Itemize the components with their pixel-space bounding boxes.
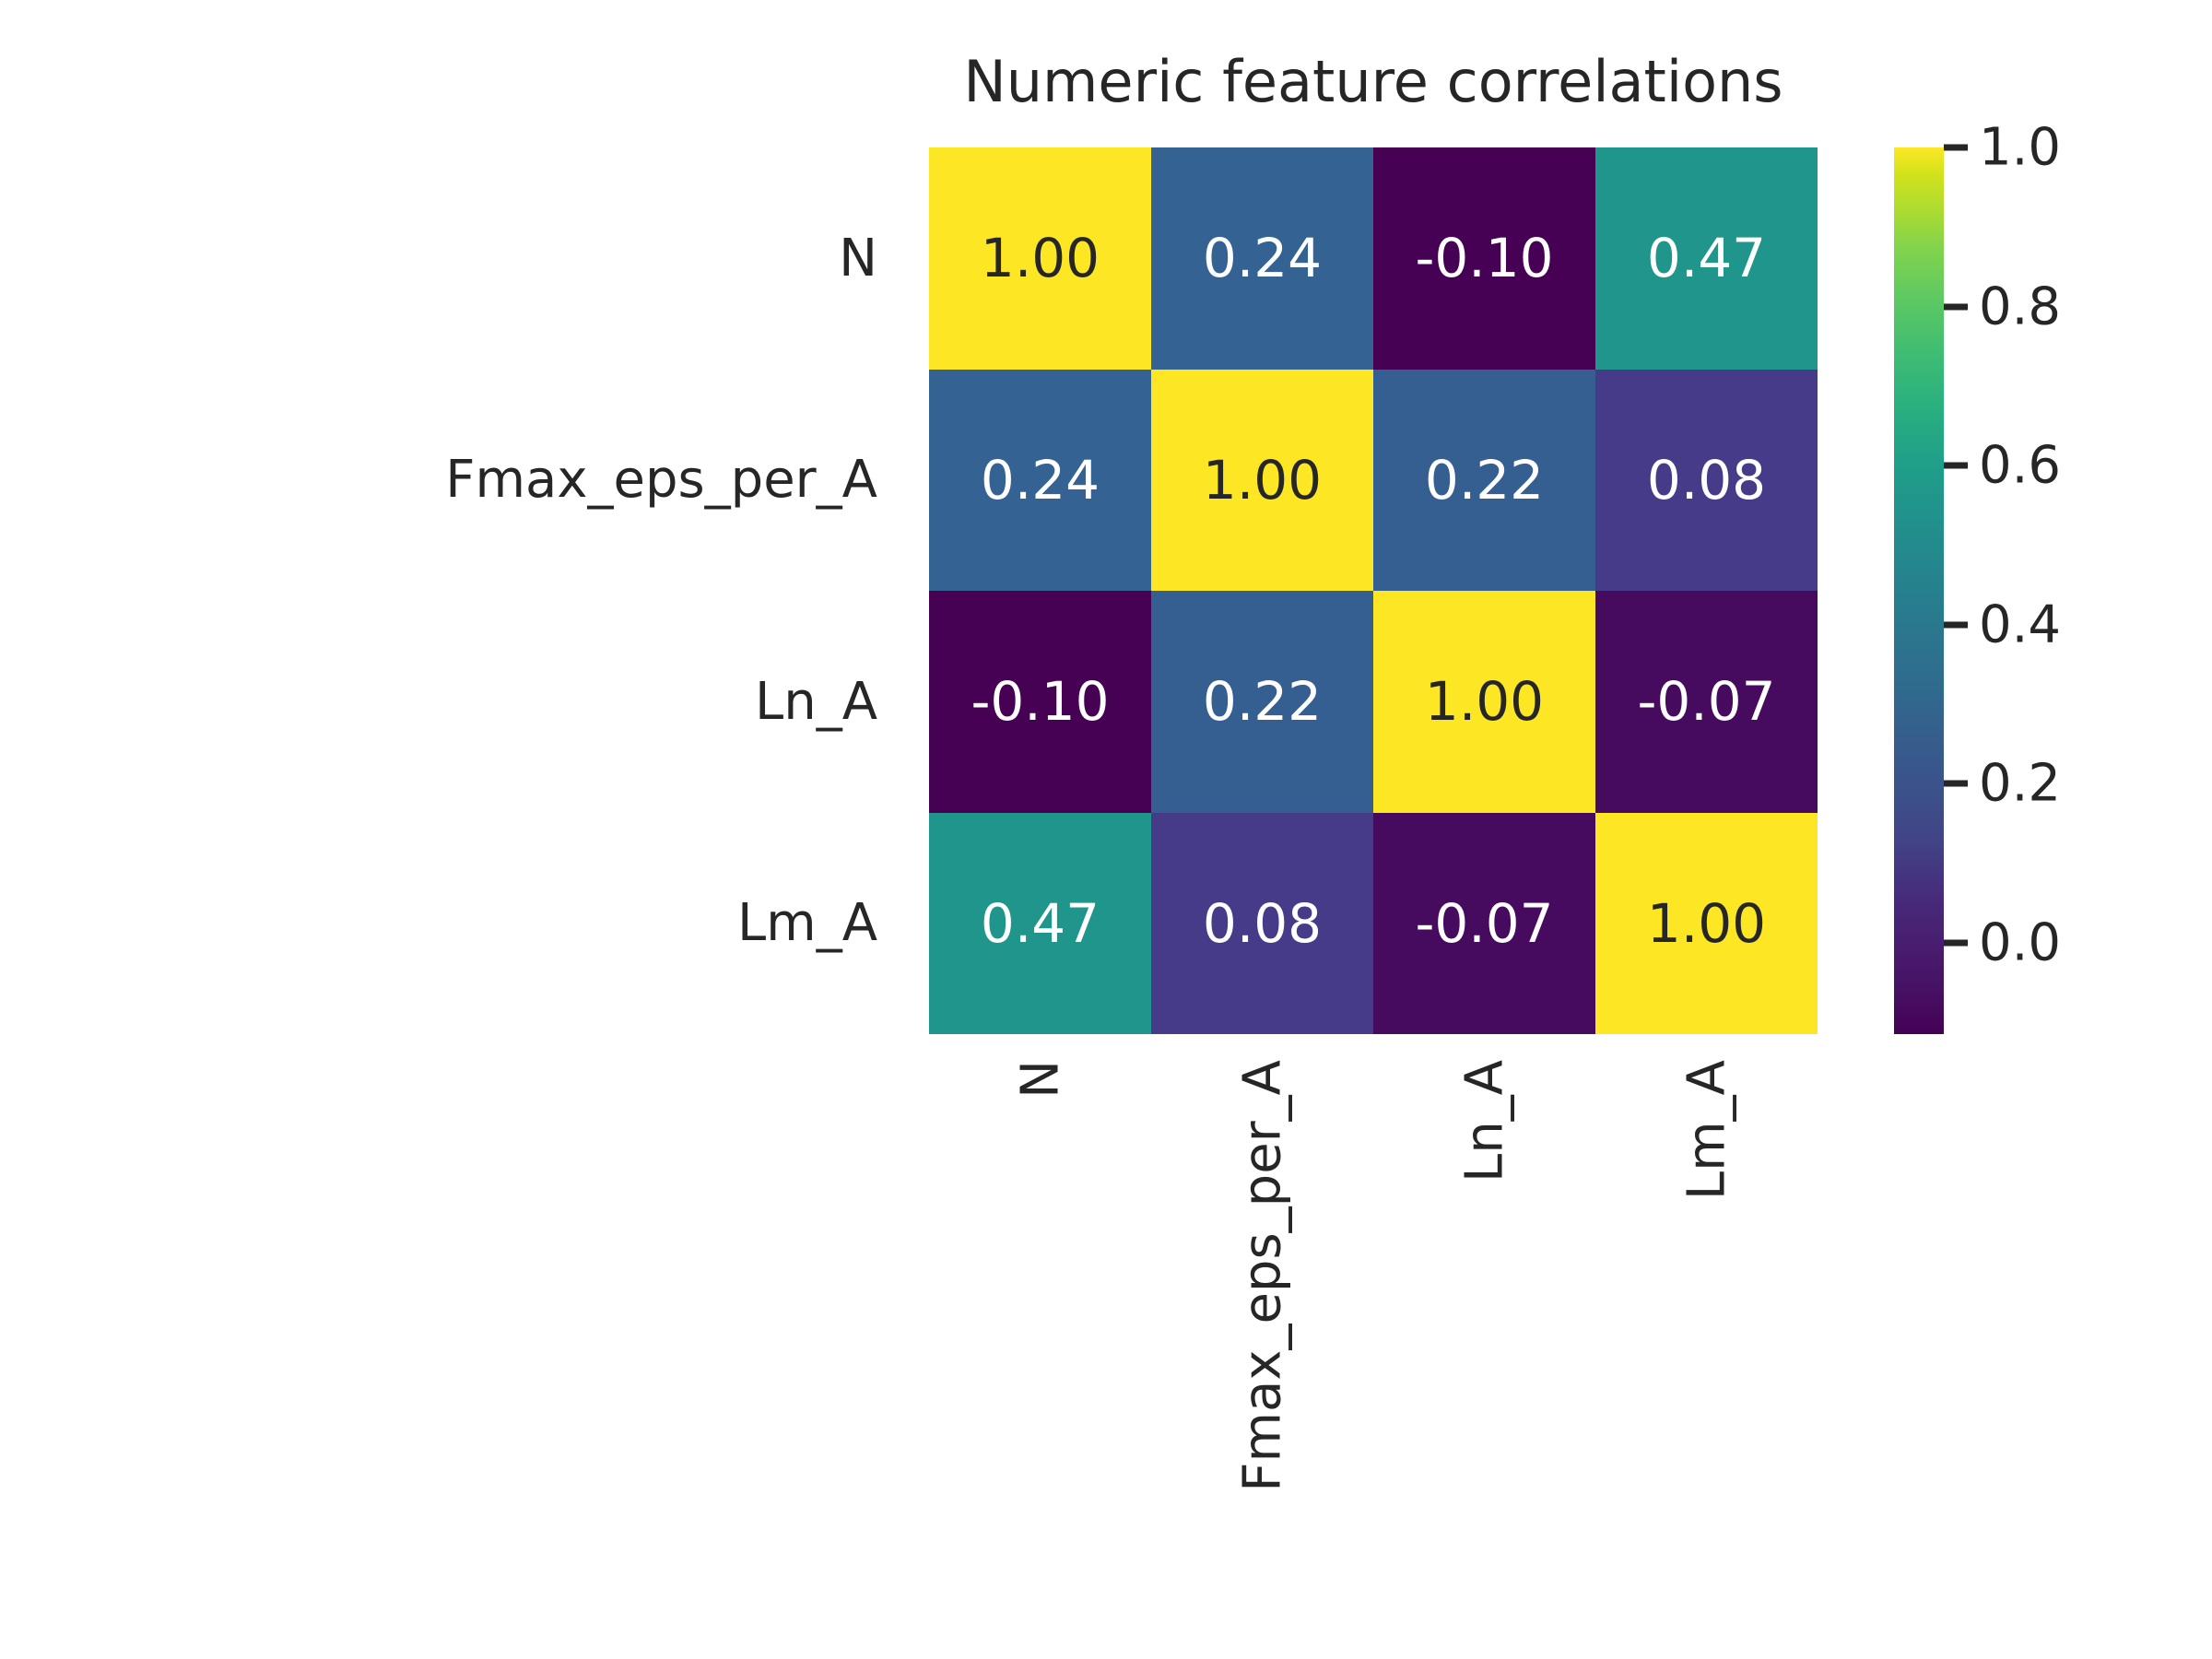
x-axis-tick-slot: Lm_A xyxy=(1595,1034,1818,1642)
heatmap-cell-value: 0.24 xyxy=(1202,227,1323,290)
heatmap-cell: -0.10 xyxy=(1373,147,1595,370)
heatmap-cell: 0.47 xyxy=(1595,147,1818,370)
x-axis-tick-slot: N xyxy=(929,1034,1151,1642)
x-axis-tick-labels: N Fmax_eps_per_A Ln_A Lm_A xyxy=(929,1034,1818,1642)
x-axis-tick-slot: Fmax_eps_per_A xyxy=(1151,1034,1373,1642)
heatmap-cell-value: -0.07 xyxy=(1415,891,1554,955)
heatmap-cell: 0.24 xyxy=(1151,147,1373,370)
heatmap-cell-value: -0.07 xyxy=(1637,670,1776,734)
y-axis-tick-label: Ln_A xyxy=(755,671,877,732)
colorbar-tick-label: 0.6 xyxy=(1979,435,2062,496)
y-axis-tick-label: Fmax_eps_per_A xyxy=(445,450,877,511)
x-axis-tick-slot: Ln_A xyxy=(1373,1034,1595,1642)
heatmap-cell: 0.47 xyxy=(929,812,1151,1034)
heatmap-cell-value: 1.00 xyxy=(1424,670,1545,734)
heatmap-cell-value: 0.47 xyxy=(980,891,1100,955)
x-axis-tick-label: Ln_A xyxy=(1454,1060,1514,1182)
heatmap-cell: -0.07 xyxy=(1373,812,1595,1034)
heatmap-cell: 0.08 xyxy=(1595,369,1818,591)
heatmap-cell-value: 0.24 xyxy=(980,448,1100,512)
colorbar-tick-label: 0.4 xyxy=(1979,594,2062,655)
heatmap-cell: 0.24 xyxy=(929,369,1151,591)
colorbar-tick-label: 0.8 xyxy=(1979,276,2062,337)
colorbar-tick-label: 0.0 xyxy=(1979,912,2062,973)
heatmap-cell: 1.00 xyxy=(929,147,1151,370)
heatmap-cell: 1.00 xyxy=(1151,369,1373,591)
heatmap-cell: 1.00 xyxy=(1373,591,1595,813)
chart-title: Numeric feature correlations xyxy=(963,48,1783,115)
colorbar-tick xyxy=(1944,303,1968,311)
x-axis-tick-label: N xyxy=(1010,1060,1070,1099)
heatmap-cell-value: -0.10 xyxy=(971,670,1110,734)
heatmap-cell: 0.22 xyxy=(1151,591,1373,813)
heatmap-cell: 1.00 xyxy=(1595,812,1818,1034)
x-axis-tick-label: Lm_A xyxy=(1677,1060,1736,1201)
heatmap-cell: 0.08 xyxy=(1151,812,1373,1034)
colorbar-gradient xyxy=(1894,147,1944,1034)
heatmap-cell-value: -0.10 xyxy=(1415,227,1554,290)
heatmap-cell-value: 0.22 xyxy=(1202,670,1323,734)
colorbar-tick xyxy=(1944,621,1968,629)
heatmap-cell-value: 0.08 xyxy=(1646,448,1767,512)
heatmap-cell-value: 1.00 xyxy=(1202,448,1323,512)
colorbar-tick-label: 0.2 xyxy=(1979,753,2062,814)
heatmap-cell: 0.22 xyxy=(1373,369,1595,591)
y-axis-tick-label: Lm_A xyxy=(736,893,877,954)
heatmap-grid: 1.00 0.24 -0.10 0.47 0.24 1.00 0.22 0.08 -0.10 0.… xyxy=(929,147,1818,1034)
heatmap-cell-value: 0.08 xyxy=(1202,891,1323,955)
colorbar-tick xyxy=(1944,462,1968,469)
colorbar-tick-label: 1.0 xyxy=(1979,117,2062,178)
colorbar-tick xyxy=(1944,144,1968,151)
colorbar: 1.0 0.8 0.6 0.4 0.2 0.0 xyxy=(1894,118,2061,1034)
y-axis-tick-label: N xyxy=(839,228,877,288)
x-axis-tick-label: Fmax_eps_per_A xyxy=(1232,1060,1292,1492)
heatmap-cell-value: 0.22 xyxy=(1424,448,1545,512)
heatmap-cell-value: 1.00 xyxy=(980,227,1100,290)
y-axis-tick-labels: N Fmax_eps_per_A Ln_A Lm_A xyxy=(0,147,903,1034)
heatmap-cell-value: 0.47 xyxy=(1646,227,1767,290)
heatmap-cell: -0.10 xyxy=(929,591,1151,813)
heatmap-cell-value: 1.00 xyxy=(1646,891,1767,955)
colorbar-tick xyxy=(1944,939,1968,947)
heatmap-cell: -0.07 xyxy=(1595,591,1818,813)
colorbar-tick xyxy=(1944,780,1968,787)
